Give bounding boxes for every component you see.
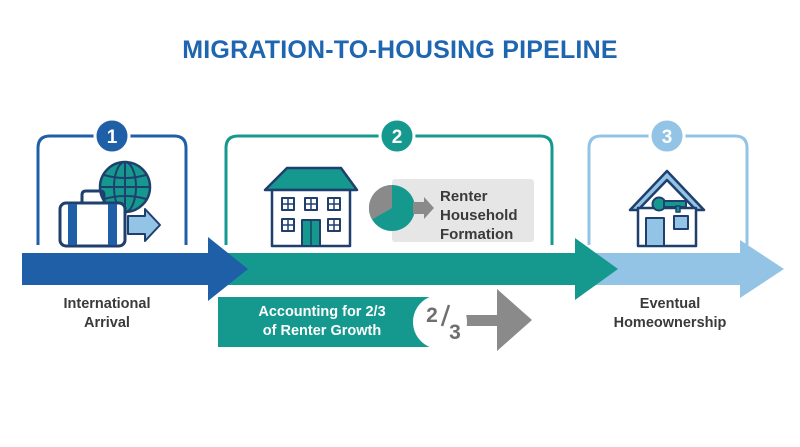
pie-chart-icon [368,184,434,231]
stage-1-label: International Arrival [22,295,192,333]
household-formation-panel [392,179,534,242]
stage-3-badge: 3 [648,117,686,155]
callout-band [218,289,532,351]
callout-label: Accounting for 2/3 of Renter Growth [222,303,422,341]
fraction-icon: 2 3 [426,304,461,344]
fraction-numerator: 2 [426,304,438,327]
stage-3-number: 3 [662,127,673,148]
stage-2-badge: 2 [378,117,416,155]
stage-1-number: 1 [107,127,118,148]
stage-3-arrow [586,240,784,298]
stage-2-sublabel-line2: Household [440,207,518,224]
stage-1-badge: 1 [93,117,131,155]
suitcase-globe-icon [58,160,161,248]
stage-2-sublabel: Renter Household Formation [440,187,534,244]
page-title: MIGRATION-TO-HOUSING PIPELINE [182,36,618,64]
callout-line2: of Renter Growth [262,323,382,339]
stage-1-label-line1: International [63,296,151,312]
stage-2-sublabel-line3: Formation [440,226,514,243]
stage-3-label-line2: Homeownership [613,315,727,331]
stage-1-arrow [22,237,248,301]
stage-2-arrow [226,238,618,300]
fraction-denominator: 3 [449,321,461,344]
house-key-icon [628,169,706,248]
stage-3-label-line1: Eventual [639,296,701,312]
stage-2-sublabel-line1: Renter [440,188,488,205]
callout-line1: Accounting for 2/3 [258,304,386,320]
stage-1-label-line2: Arrival [84,315,130,331]
stage-3-label: Eventual Homeownership [590,295,750,333]
house-icon [263,166,359,248]
stage-2-number: 2 [392,127,403,148]
